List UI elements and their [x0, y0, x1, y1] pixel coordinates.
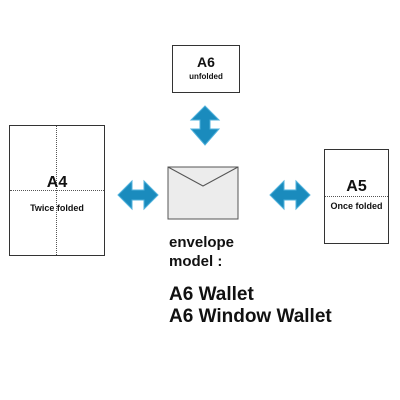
- a4-twice-folded-card: A4 Twice folded: [9, 125, 105, 256]
- a5-once-folded-card: A5 Once folded: [324, 149, 389, 244]
- envelope-caption-line1: envelope: [169, 234, 235, 251]
- double-arrow-horizontal-icon: [117, 179, 159, 211]
- a4-horizontal-fold-line: [10, 190, 104, 191]
- envelope-body: [167, 166, 239, 220]
- a6-fold-label: unfolded: [189, 72, 223, 81]
- envelope-flap: [167, 166, 239, 187]
- a4-fold-label: Twice folded: [30, 203, 84, 213]
- a4-size-label: A4: [46, 174, 68, 191]
- envelope-model-name: A6 Wallet: [169, 284, 254, 305]
- a5-fold-label: Once folded: [330, 201, 383, 211]
- a5-size-label: A5: [346, 178, 367, 195]
- envelope-caption-line2: model :: [169, 253, 223, 270]
- a6-size-label: A6: [197, 54, 215, 70]
- envelope-icon: [167, 166, 239, 220]
- double-arrow-horizontal-icon: [269, 179, 311, 211]
- double-arrow-vertical-icon: [189, 105, 221, 146]
- a6-unfolded-card: A6 unfolded: [172, 45, 240, 93]
- envelope-model-name: A6 Window Wallet: [169, 306, 332, 327]
- a5-fold-line: [325, 196, 388, 197]
